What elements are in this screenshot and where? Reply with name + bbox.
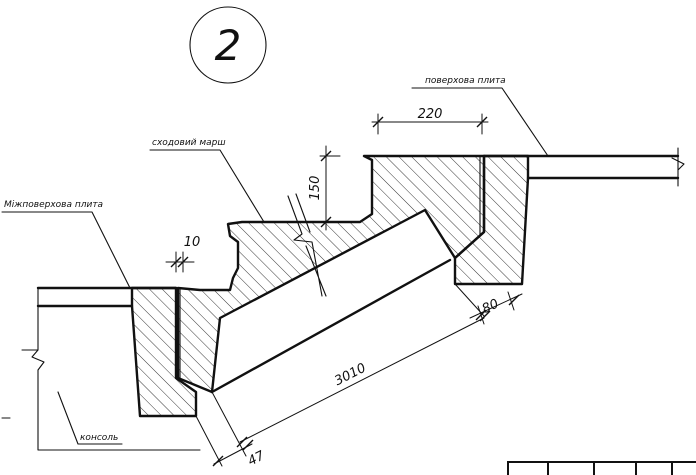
label-floor-slab: поверхова плита	[425, 76, 506, 86]
dim-220-ticks	[372, 116, 488, 128]
dim-80-text: 80	[480, 297, 501, 318]
break-mark-left	[21, 349, 45, 371]
console-wall	[37, 305, 201, 451]
dim-220-line	[371, 113, 489, 135]
right-beam-body	[453, 154, 530, 286]
label-stair-flight: сходовий марш	[152, 138, 226, 148]
dim-47-ticks	[212, 439, 254, 467]
flight-underside-line	[210, 258, 452, 394]
leader-floor-slab	[411, 87, 549, 157]
flight-soffit-line	[219, 209, 426, 319]
break-mark-right	[671, 147, 685, 187]
stair-flight-body	[176, 154, 486, 394]
label-console: консоль	[80, 433, 118, 443]
dim-47-text: 47	[246, 448, 268, 469]
sheet-number-circle	[189, 6, 267, 84]
dim-3010-text: 3010	[332, 361, 368, 389]
dim-150-text: 150	[308, 176, 323, 201]
dim-10-line	[165, 251, 195, 273]
dim-3010-ticks	[236, 310, 491, 448]
section-break-line	[287, 193, 327, 297]
dim-150-ticks	[320, 150, 332, 228]
dim-10-ticks	[170, 256, 189, 268]
dim-220-text: 220	[418, 107, 443, 122]
dim-3010-line	[211, 283, 485, 457]
leader-stair-flight	[149, 149, 265, 223]
leader-console	[57, 391, 123, 445]
left-beam-body	[130, 286, 198, 418]
dim-80-ticks	[475, 294, 520, 321]
title-block-frame	[507, 461, 696, 475]
sheet-number: 2	[215, 21, 242, 70]
dim-10-text: 10	[184, 235, 201, 250]
label-interfloor-slab: Міжповерхова плита	[4, 200, 103, 210]
leader-interfloor-slab	[1, 211, 131, 289]
